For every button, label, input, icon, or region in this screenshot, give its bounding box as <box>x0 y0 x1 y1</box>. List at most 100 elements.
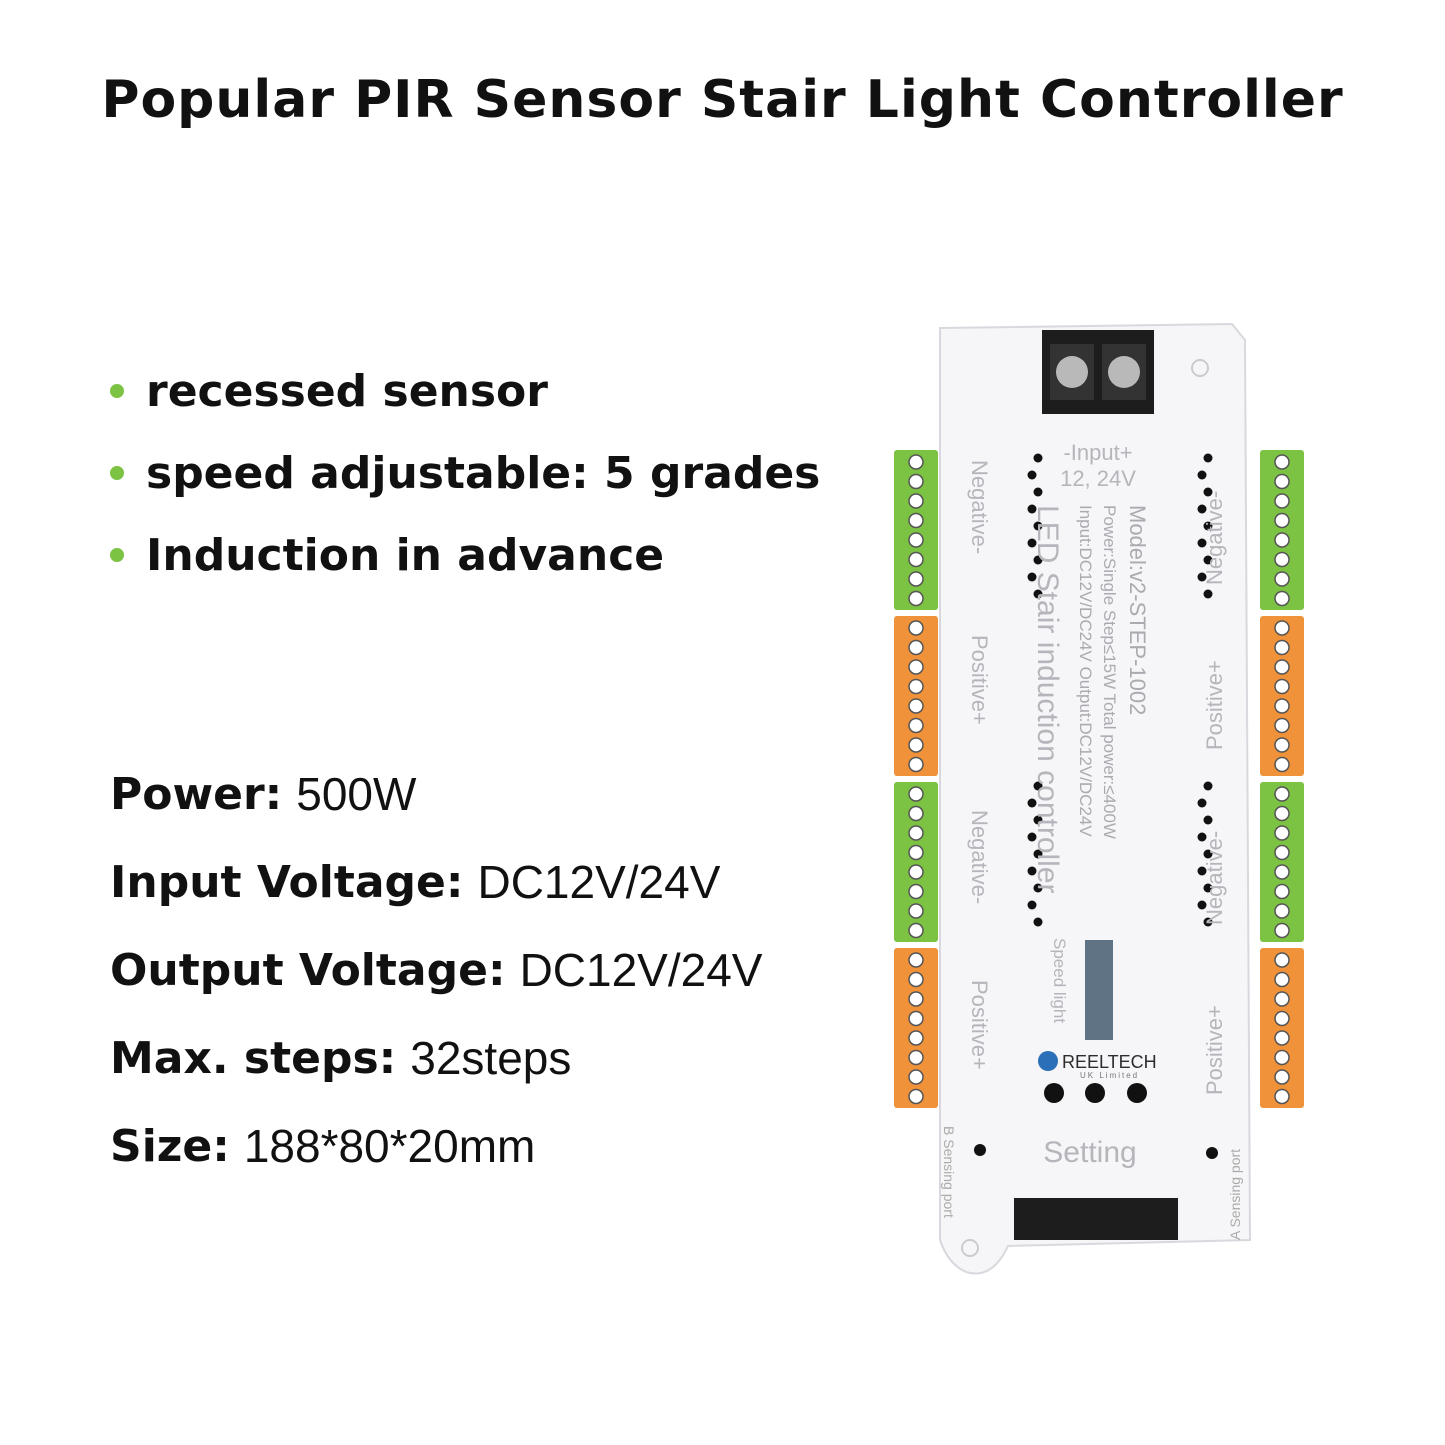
terminal-screw-icon <box>908 659 924 675</box>
screw-icon <box>1056 356 1088 388</box>
screw-icon <box>1108 356 1140 388</box>
vent-dot <box>1027 470 1037 480</box>
spec-list: Power:500W Input Voltage:DC12V/24V Outpu… <box>110 750 762 1190</box>
terminal-screw-icon <box>908 532 924 548</box>
vent-dot <box>1033 917 1043 927</box>
brand-logo-icon <box>1038 1051 1058 1071</box>
power-text: Power:Single Step≤15W Total power:≤400W <box>1100 505 1119 839</box>
terminal-block <box>1260 450 1304 610</box>
a-sensing-port-label: A Sensing port <box>1227 1149 1243 1240</box>
feature-item: Induction in advance <box>110 514 820 596</box>
negative-label: Negative- <box>1202 831 1227 925</box>
negative-label: Negative- <box>1202 491 1227 585</box>
terminal-screw-icon <box>908 1010 924 1027</box>
terminal-screw-icon <box>908 922 924 939</box>
vent-dot <box>1197 470 1207 480</box>
vent-dot <box>1027 832 1037 842</box>
terminal-block <box>1260 948 1304 1108</box>
vent-dot <box>1033 589 1043 599</box>
spec-label: Power: <box>110 768 283 820</box>
terminal-screw-icon <box>1274 1030 1290 1046</box>
terminal-screw-icon <box>1274 1088 1290 1105</box>
terminal-screw-icon <box>908 551 924 568</box>
terminal-screw-icon <box>1274 512 1290 529</box>
setting-button[interactable] <box>1127 1083 1147 1103</box>
vent-dot <box>1203 883 1213 893</box>
spec-size: Size:188*80*20mm <box>110 1102 762 1190</box>
vent-dot <box>1197 538 1207 548</box>
terminal-screw-icon <box>1274 454 1290 470</box>
terminal-screw-icon <box>908 737 924 753</box>
terminal-screw-icon <box>908 678 924 695</box>
terminal-screw-icon <box>1274 571 1290 587</box>
terminal-screw-icon <box>908 1069 924 1085</box>
terminal-screw-icon <box>1274 493 1290 509</box>
terminal-screw-icon <box>1274 922 1290 939</box>
vent-dot <box>1033 555 1043 565</box>
terminal-screw-icon <box>908 620 924 636</box>
vent-dot <box>1033 487 1043 497</box>
terminal-screw-icon <box>1274 844 1290 861</box>
vent-dot <box>1197 504 1207 514</box>
positive-label: Positive+ <box>967 980 992 1070</box>
terminal-screw-icon <box>1274 1069 1290 1085</box>
vent-dot <box>1203 521 1213 531</box>
vent-dot <box>1027 866 1037 876</box>
spec-value: 32steps <box>410 1032 572 1084</box>
feature-item: speed adjustable: 5 grades <box>110 432 820 514</box>
terminal-screw-icon <box>1274 639 1290 656</box>
b-sensing-port-label: B Sensing port <box>941 1126 957 1218</box>
spec-value: DC12V/24V <box>519 944 763 996</box>
vent-dot <box>1033 849 1043 859</box>
device-case <box>939 322 1252 1275</box>
vent-dot <box>1203 589 1213 599</box>
terminal-screw-icon <box>908 590 924 607</box>
terminal-block <box>894 948 938 1108</box>
indicator-dot <box>974 1144 986 1156</box>
terminal-screw-icon <box>1274 786 1290 802</box>
terminal-block <box>1260 616 1304 776</box>
mount-hole-icon <box>1191 359 1209 377</box>
terminal-screw-icon <box>908 473 924 490</box>
terminal-screw-icon <box>1274 551 1290 568</box>
setting-button[interactable] <box>1044 1083 1064 1103</box>
terminal-screw-icon <box>908 805 924 822</box>
terminal-screw-icon <box>1274 473 1290 490</box>
terminal-screw-icon <box>1274 952 1290 968</box>
vent-dot <box>1027 900 1037 910</box>
power-terminal <box>1042 330 1154 414</box>
terminal-screw-icon <box>908 454 924 470</box>
spec-label: Input Voltage: <box>110 856 464 908</box>
mount-hole-icon <box>961 1239 979 1257</box>
vent-dot <box>1033 815 1043 825</box>
io-text: Input:DC12V/DC24V Output:DC12V/DC24V <box>1076 505 1095 837</box>
vent-dot <box>1027 538 1037 548</box>
page-title: Popular PIR Sensor Stair Light Controlle… <box>101 70 1344 130</box>
terminal-screw-icon <box>1274 717 1290 734</box>
brand-name: REELTECH <box>1062 1052 1157 1072</box>
terminal-screw-icon <box>908 571 924 587</box>
spec-max-steps: Max. steps:32steps <box>110 1014 762 1102</box>
terminal-screw-icon <box>908 883 924 900</box>
vent-dot <box>1033 453 1043 463</box>
product-name-text: LED Stair induction controller <box>1031 505 1064 894</box>
controller-device: -Input+ 12, 24V Model:v2-STEP-1002 Power… <box>894 322 1304 1275</box>
terminal-screw-icon <box>908 971 924 988</box>
vent-dot <box>1033 521 1043 531</box>
feature-list: recessed sensor speed adjustable: 5 grad… <box>110 350 820 596</box>
vent-dot <box>1197 572 1207 582</box>
setting-button[interactable] <box>1085 1083 1105 1103</box>
vent-dot <box>1033 883 1043 893</box>
bullet-icon <box>110 384 124 398</box>
terminal-screw-icon <box>1274 659 1290 675</box>
terminal-screw-icon <box>908 512 924 529</box>
vent-dot <box>1203 849 1213 859</box>
sensor-port <box>1014 1198 1178 1240</box>
terminal-screw-icon <box>908 1030 924 1046</box>
spec-value: DC12V/24V <box>477 856 721 908</box>
vent-dot <box>1203 781 1213 791</box>
setting-label: Setting <box>1043 1136 1136 1169</box>
indicator-dot <box>1206 1147 1218 1159</box>
positive-label: Positive+ <box>1202 1005 1227 1095</box>
vent-dot <box>1197 900 1207 910</box>
